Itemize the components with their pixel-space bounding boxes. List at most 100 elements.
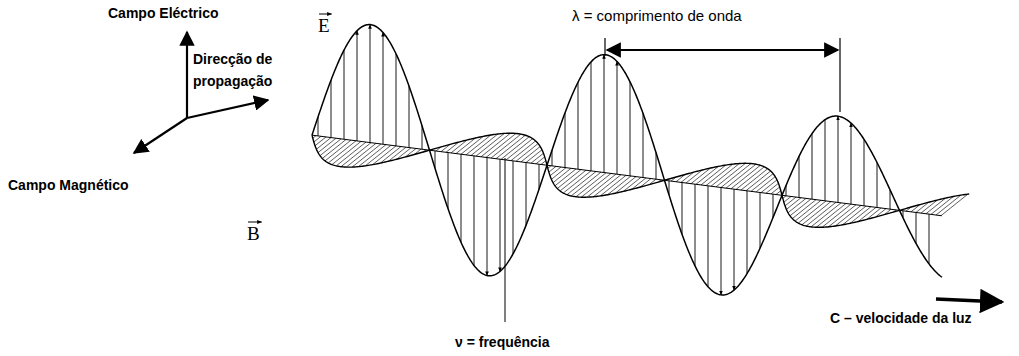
magnetic-hatch: [491, 134, 521, 158]
electric-vector: [630, 82, 631, 176]
magnetic-hatch: [726, 164, 756, 188]
electric-vector: [565, 113, 566, 168]
magnetic-hatch: [516, 144, 538, 162]
magnetic-hatch: [550, 167, 561, 176]
magnetic-hatch: [835, 205, 861, 226]
magnetic-hatch: [481, 133, 510, 157]
magnetic-hatch: [314, 136, 321, 142]
magnetic-hatch: [560, 170, 586, 191]
wave-group: [312, 25, 969, 295]
electric-vector: [682, 183, 683, 235]
magnetic-hatch: [328, 141, 356, 163]
magnetic-hatch: [785, 197, 796, 206]
magnetic-hatch: [557, 170, 581, 189]
electric-vector: [396, 54, 397, 146]
magnetic-hatch: [486, 133, 516, 157]
axis-label: Direcção de propagação: [193, 48, 293, 92]
magnetic-hatch: [721, 164, 751, 188]
vector-symbol: E: [318, 14, 330, 39]
magnetic-hatch: [320, 139, 341, 156]
electric-vector: [890, 190, 891, 209]
electric-vector: [812, 134, 813, 200]
magnetic-hatch: [798, 201, 826, 223]
magnetic-hatch: [741, 169, 768, 190]
magnetic-hatch: [941, 194, 968, 215]
electric-vector: [695, 184, 696, 266]
magnetic-hatch: [471, 134, 498, 155]
magnetic-hatch: [365, 145, 391, 166]
velocity-label: C – velocidade da luz: [830, 309, 972, 327]
magnetic-hatch: [551, 168, 566, 180]
magnetic-hatch: [751, 174, 773, 192]
dimension-tick: [604, 38, 605, 56]
dimension-arrow: [607, 49, 838, 51]
electric-vector: [461, 154, 462, 242]
magnetic-hatch: [806, 202, 836, 226]
electric-vector: [877, 162, 878, 207]
dimension-tick: [839, 38, 840, 112]
magnetic-hatch: [521, 147, 540, 162]
propagation-axis: [187, 100, 268, 118]
electric-vector: [747, 191, 748, 274]
electric-vector: [773, 194, 774, 217]
magnetic-hatch: [571, 172, 601, 196]
electric-vector: [604, 55, 605, 173]
magnetic-hatch: [784, 196, 791, 202]
magnetic-hatch: [506, 139, 533, 160]
magnetic-hatch: [816, 204, 846, 228]
electric-vector: [825, 120, 826, 201]
electric-vector: [617, 61, 618, 174]
dimension-label: λ = comprimento de onda: [572, 6, 742, 26]
electric-axis: [186, 32, 188, 118]
electric-vector: [370, 25, 371, 143]
magnetic-hatch: [346, 143, 376, 167]
magnetic-hatch: [786, 198, 801, 210]
electric-vector: [929, 214, 930, 264]
electric-vector: [513, 161, 514, 254]
magnetic-hatch: [576, 173, 606, 197]
magnetic-hatch: [795, 200, 821, 221]
electric-vector: [539, 164, 540, 189]
magnetic-hatch: [496, 135, 525, 158]
magnetic-hatch: [316, 138, 331, 150]
wavelength-dimension: [605, 38, 840, 112]
magnetic-hatch: [549, 166, 556, 172]
electric-vector: [448, 153, 449, 209]
magnetic-hatch: [531, 153, 543, 163]
electric-wave: [312, 25, 942, 295]
electric-vector: [851, 123, 852, 204]
electric-vector: [916, 212, 917, 243]
magnetic-hatch: [501, 137, 529, 160]
electric-vector: [357, 31, 358, 141]
magnetic-hatch: [322, 140, 346, 159]
frequency-line: [505, 158, 506, 322]
electric-vector: [474, 156, 475, 266]
electric-vector: [383, 33, 384, 145]
magnetic-hatch: [336, 142, 366, 166]
magnetic-hatch: [776, 191, 781, 195]
propagation-line: [312, 135, 942, 216]
axes: [134, 32, 268, 153]
electric-vector: [656, 153, 657, 180]
electric-vector: [578, 82, 579, 169]
electric-vector: [734, 189, 735, 290]
magnetic-hatch: [541, 161, 546, 165]
electric-vector: [591, 62, 592, 171]
electric-vector: [500, 159, 501, 271]
electric-vector: [721, 188, 722, 295]
vector-bars: [248, 14, 332, 222]
magnetic-hatch: [315, 137, 326, 146]
magnetic-hatch: [731, 165, 760, 188]
magnetic-hatch: [802, 202, 831, 225]
electric-vector: [708, 186, 709, 287]
electric-vector: [643, 113, 644, 177]
magnetic-hatch: [756, 177, 775, 192]
electric-vector: [526, 163, 527, 226]
electric-vector: [331, 80, 332, 137]
magnetic-hatch: [567, 172, 596, 195]
axis-label: Campo Magnético: [8, 176, 129, 194]
frequency-label: ν = frequência: [455, 333, 550, 351]
vector-arrow: [319, 14, 332, 15]
